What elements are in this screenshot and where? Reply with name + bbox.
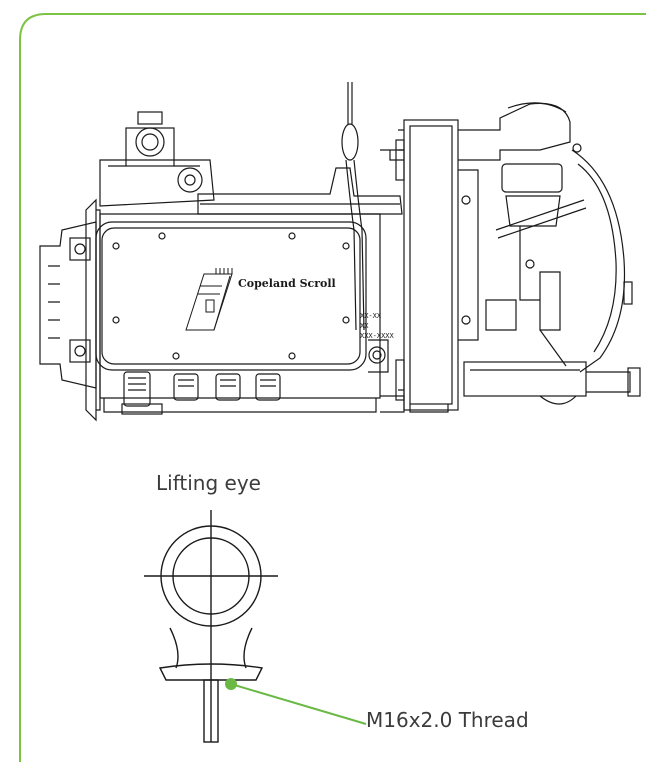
top-valve xyxy=(99,111,215,207)
serial-line: XX-XX xyxy=(360,312,382,320)
cable-glands xyxy=(121,371,281,415)
serial-markings: XX-XX XX XXX-XXXX xyxy=(360,312,395,340)
terminal-ring xyxy=(368,346,386,364)
pump-housing xyxy=(409,102,641,413)
compressor-drawing xyxy=(39,82,641,422)
upper-rail xyxy=(197,167,403,215)
thread-shank xyxy=(203,679,219,743)
frame-border xyxy=(19,13,646,762)
eye-collar xyxy=(158,663,264,681)
serial-line: XXX-XXXX xyxy=(360,332,395,340)
leader-dot xyxy=(225,678,237,690)
thread-leader xyxy=(225,678,367,725)
serial-line: XX xyxy=(360,322,369,330)
circuit-board-icon xyxy=(185,268,233,331)
lifting-wire xyxy=(341,82,365,331)
left-end-cap xyxy=(39,198,101,422)
electronics-cover xyxy=(95,221,367,371)
flange-plate xyxy=(380,119,459,413)
brand-text: Copeland Scroll xyxy=(238,277,336,290)
main-body xyxy=(99,213,381,399)
lifting-eye-label: Lifting eye xyxy=(156,471,261,495)
thread-label: M16x2.0 Thread xyxy=(366,708,529,732)
lifting-eye-drawing xyxy=(144,510,278,743)
